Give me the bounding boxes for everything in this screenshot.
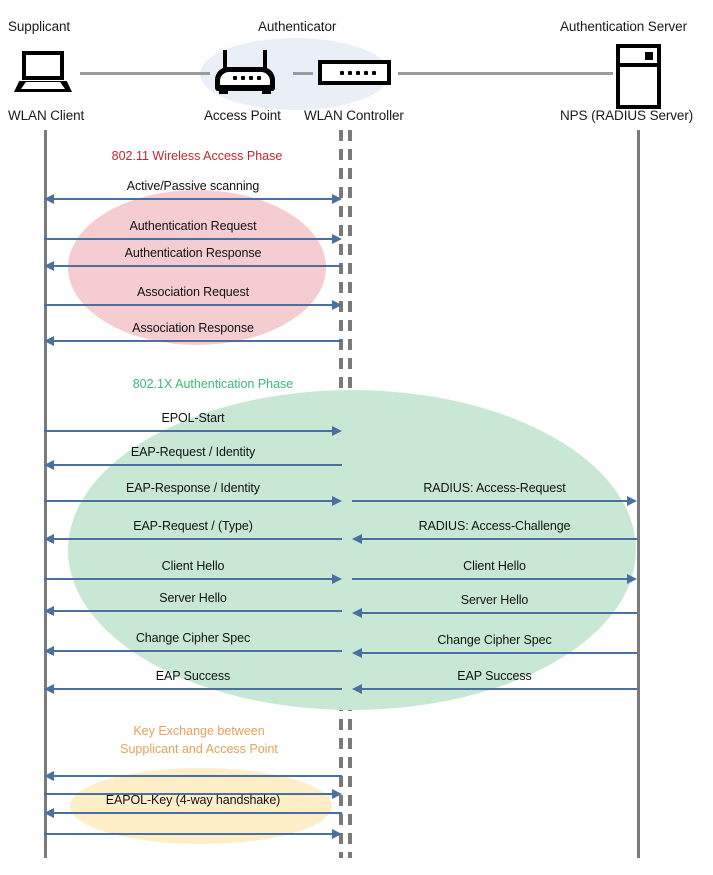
phase-blob-dot1x-authentication [68, 390, 636, 710]
message-label: EAP-Request / Identity [130, 445, 256, 459]
wlan-controller-icon [318, 60, 391, 85]
message-label: Server Hello [460, 593, 529, 607]
message-label: Authentication Response [124, 246, 262, 260]
role-title-authenticator: Authenticator [258, 19, 337, 34]
message-label: EAP Success [457, 669, 532, 683]
server-icon [616, 44, 661, 109]
message-label: Association Response [132, 321, 254, 335]
message-label: EAP Success [155, 669, 231, 683]
message-label: Active/Passive scanning [126, 179, 260, 193]
laptop-icon [14, 51, 72, 93]
phase-title-line-1: Key Exchange between [133, 724, 265, 738]
node-label-wlan-client: WLAN Client [8, 108, 85, 123]
node-label-access-point: Access Point [204, 108, 281, 123]
message-label: Client Hello [463, 559, 526, 573]
message-label: EAPOL-Key (4-way handshake) [105, 793, 281, 807]
role-title-supplicant: Supplicant [8, 19, 71, 34]
phase-title-dot1x-authentication: 802.1X Authentication Phase [132, 377, 294, 391]
access-point-icon [215, 50, 275, 94]
link-client-to-ap [80, 72, 210, 75]
link-controller-to-nps [398, 72, 613, 75]
role-title-authentication-server: Authentication Server [560, 19, 687, 34]
message-label: Client Hello [161, 559, 225, 573]
message-label: Change Cipher Spec [135, 631, 251, 645]
link-ap-to-controller [293, 72, 313, 75]
message-label: Change Cipher Spec [437, 633, 552, 647]
phase-blob-wireless-access [68, 190, 326, 345]
message-label: Association Request [136, 285, 250, 299]
message-label: RADIUS: Access-Request [423, 481, 566, 495]
message-label: RADIUS: Access-Challenge [418, 519, 571, 533]
node-label-wlan-controller: WLAN Controller [304, 108, 404, 123]
lifeline-authentication-server [637, 130, 640, 858]
message-label: EPOL-Start [161, 411, 225, 425]
message-label: Authentication Request [129, 219, 257, 233]
message-label: Server Hello [159, 591, 227, 605]
node-label-nps-radius-server: NPS (RADIUS Server) [560, 108, 694, 123]
phase-blob-key-exchange [70, 768, 332, 844]
phase-title-key-exchange: Key Exchange between Supplicant and Acce… [68, 722, 330, 758]
message-label: EAP-Response / Identity [126, 481, 260, 495]
phase-title-line-2: Supplicant and Access Point [120, 742, 278, 756]
lifeline-supplicant [44, 130, 47, 858]
message-label: EAP-Request / (Type) [133, 519, 253, 533]
phase-title-wireless-access: 802.11 Wireless Access Phase [111, 149, 283, 163]
